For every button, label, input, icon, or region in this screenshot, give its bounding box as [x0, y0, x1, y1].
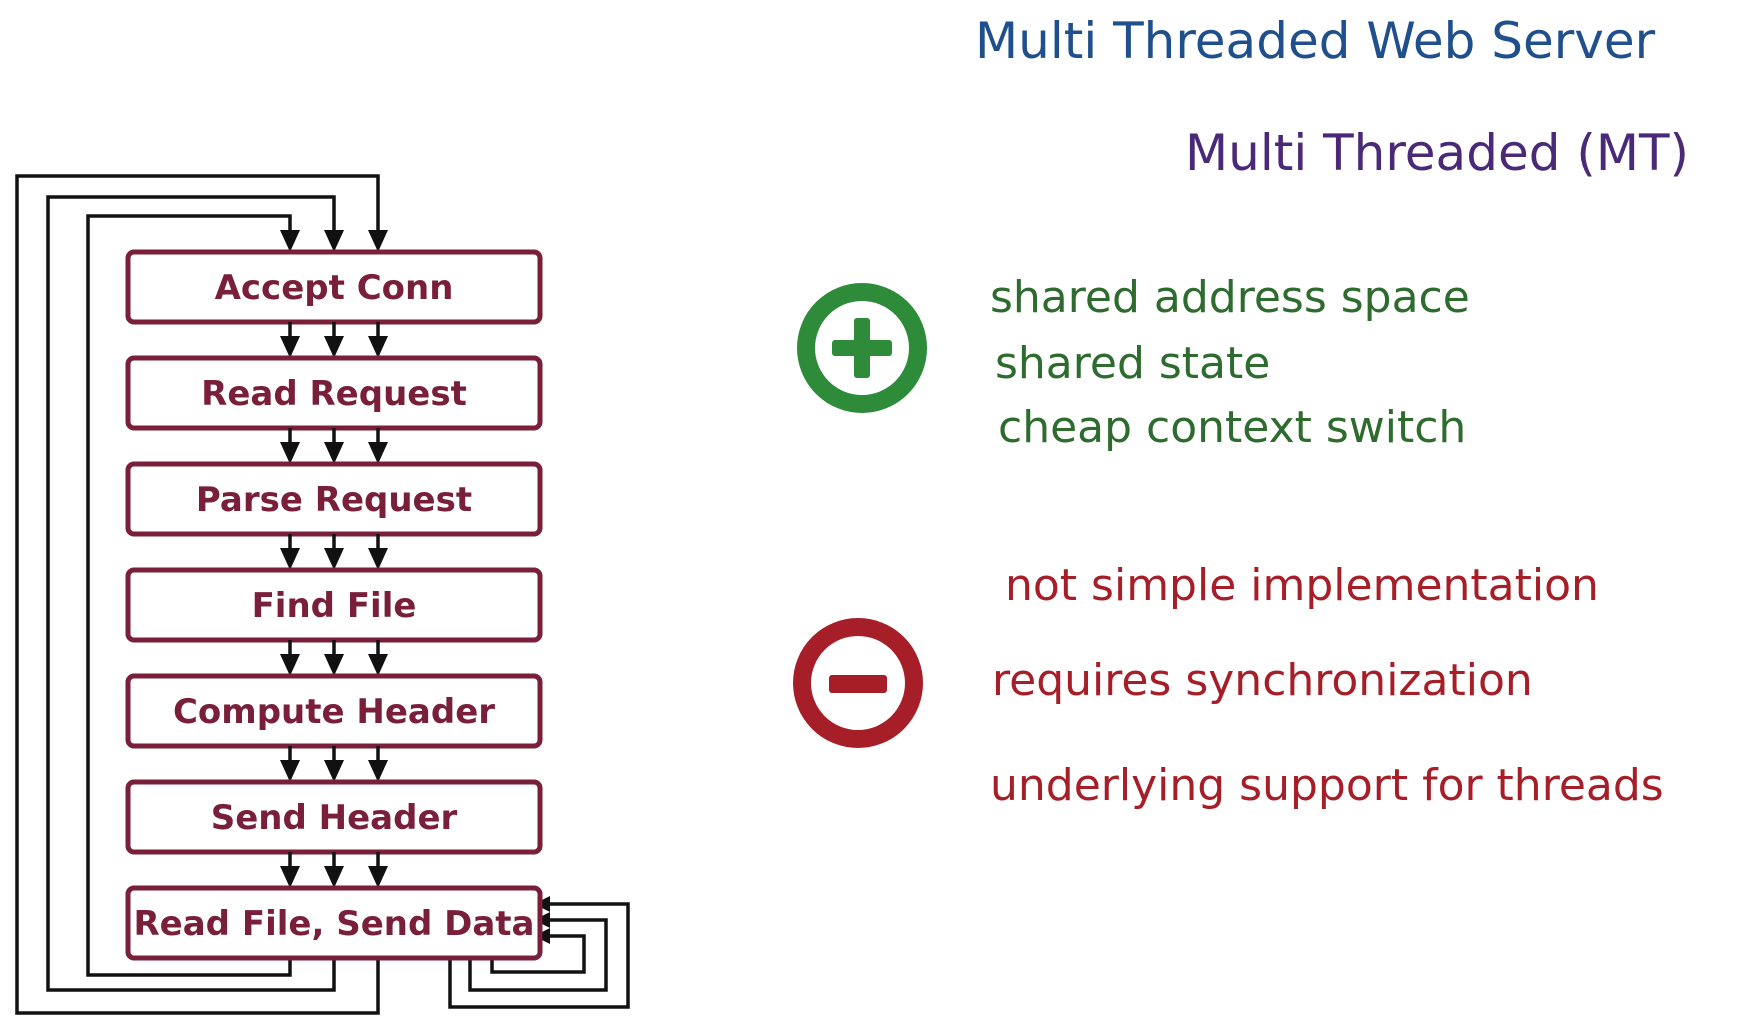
connector-arrowhead: [368, 442, 388, 464]
connector-arrowhead: [324, 442, 344, 464]
con-item-not-simple-implementation: not simple implementation: [1005, 560, 1599, 611]
cons-list: not simple implementation requires synch…: [990, 560, 1664, 811]
connector-arrowhead: [324, 866, 344, 888]
connector-arrowhead: [324, 760, 344, 782]
connector-arrowhead: [324, 548, 344, 570]
step-label-read-file-send-data: Read File, Send Data: [134, 904, 535, 944]
pro-item-shared-state: shared state: [995, 338, 1270, 389]
step-label-send-header: Send Header: [211, 798, 458, 838]
pro-item-cheap-context-switch: cheap context switch: [998, 402, 1466, 453]
step-label-parse-request: Parse Request: [196, 480, 472, 520]
pros-list: shared address space shared state cheap …: [990, 272, 1470, 453]
connector-arrowhead: [368, 866, 388, 888]
connector-arrowhead: [280, 760, 300, 782]
connector-arrowhead: [368, 654, 388, 676]
step-label-find-file: Find File: [252, 586, 417, 626]
connector-arrowhead: [280, 866, 300, 888]
con-item-requires-synchronization: requires synchronization: [992, 655, 1533, 706]
connector-arrowhead: [280, 442, 300, 464]
connector-arrowhead: [280, 654, 300, 676]
connector-arrowhead: [324, 336, 344, 358]
page-subtitle: Multi Threaded (MT): [1185, 124, 1689, 182]
page-title: Multi Threaded Web Server: [975, 12, 1656, 70]
connector-arrowhead: [280, 336, 300, 358]
connector-arrowhead: [368, 548, 388, 570]
plus-circle-icon: [797, 283, 927, 413]
step-label-compute-header: Compute Header: [173, 692, 495, 732]
step-label-read-request: Read Request: [201, 374, 467, 414]
connector-arrowhead: [280, 548, 300, 570]
con-item-underlying-support-for-threads: underlying support for threads: [990, 760, 1664, 811]
connector-arrowhead: [368, 336, 388, 358]
step-box-read-file-send-data: [125, 885, 543, 961]
minus-circle-icon: [793, 618, 923, 748]
pro-item-shared-address-space: shared address space: [990, 272, 1470, 323]
connector-arrowhead: [324, 654, 344, 676]
connector-arrowhead: [368, 760, 388, 782]
step-label-accept-conn: Accept Conn: [215, 268, 454, 308]
